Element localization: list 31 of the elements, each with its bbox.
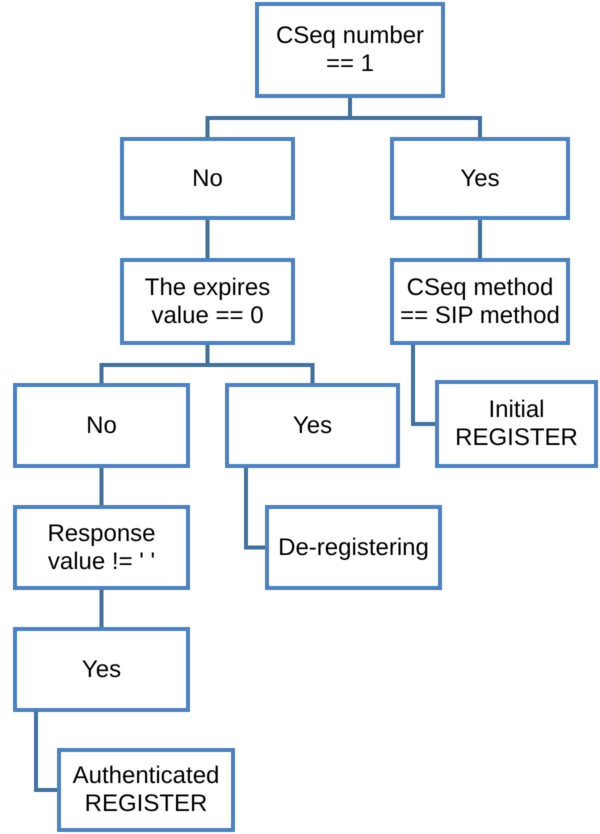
decision-box — [13, 383, 190, 468]
decision-box — [390, 258, 570, 345]
decision-box — [57, 748, 235, 832]
decision-box — [120, 258, 295, 345]
connector-line — [411, 345, 435, 426]
box-label: Initial REGISTER — [454, 396, 579, 452]
box-label: CSeq method == SIP method — [399, 274, 561, 330]
box-label: Yes — [460, 164, 500, 192]
decision-box — [390, 137, 570, 220]
box-label: De-registering — [278, 534, 429, 562]
box-label: Yes — [292, 412, 332, 440]
connector-line — [244, 468, 265, 550]
connector-line — [100, 590, 104, 627]
decision-box — [120, 137, 295, 220]
box-label: Authenticated REGISTER — [72, 762, 220, 818]
connector-line — [478, 220, 482, 258]
decision-box — [265, 505, 442, 590]
box-label: Yes — [82, 656, 122, 684]
box-label: No — [192, 164, 223, 192]
decision-box — [225, 383, 400, 468]
decision-box — [435, 380, 598, 468]
box-label: The expires value == 0 — [144, 274, 272, 330]
decision-box — [13, 627, 190, 712]
box-label: No — [86, 412, 117, 440]
decision-box — [13, 505, 190, 590]
connector-line — [100, 468, 104, 505]
box-label: CSeq number == 1 — [274, 22, 426, 78]
connector-line — [34, 712, 57, 792]
decision-box — [255, 2, 445, 98]
connector-line — [206, 220, 210, 258]
box-label: Response value != ' ' — [46, 520, 157, 576]
